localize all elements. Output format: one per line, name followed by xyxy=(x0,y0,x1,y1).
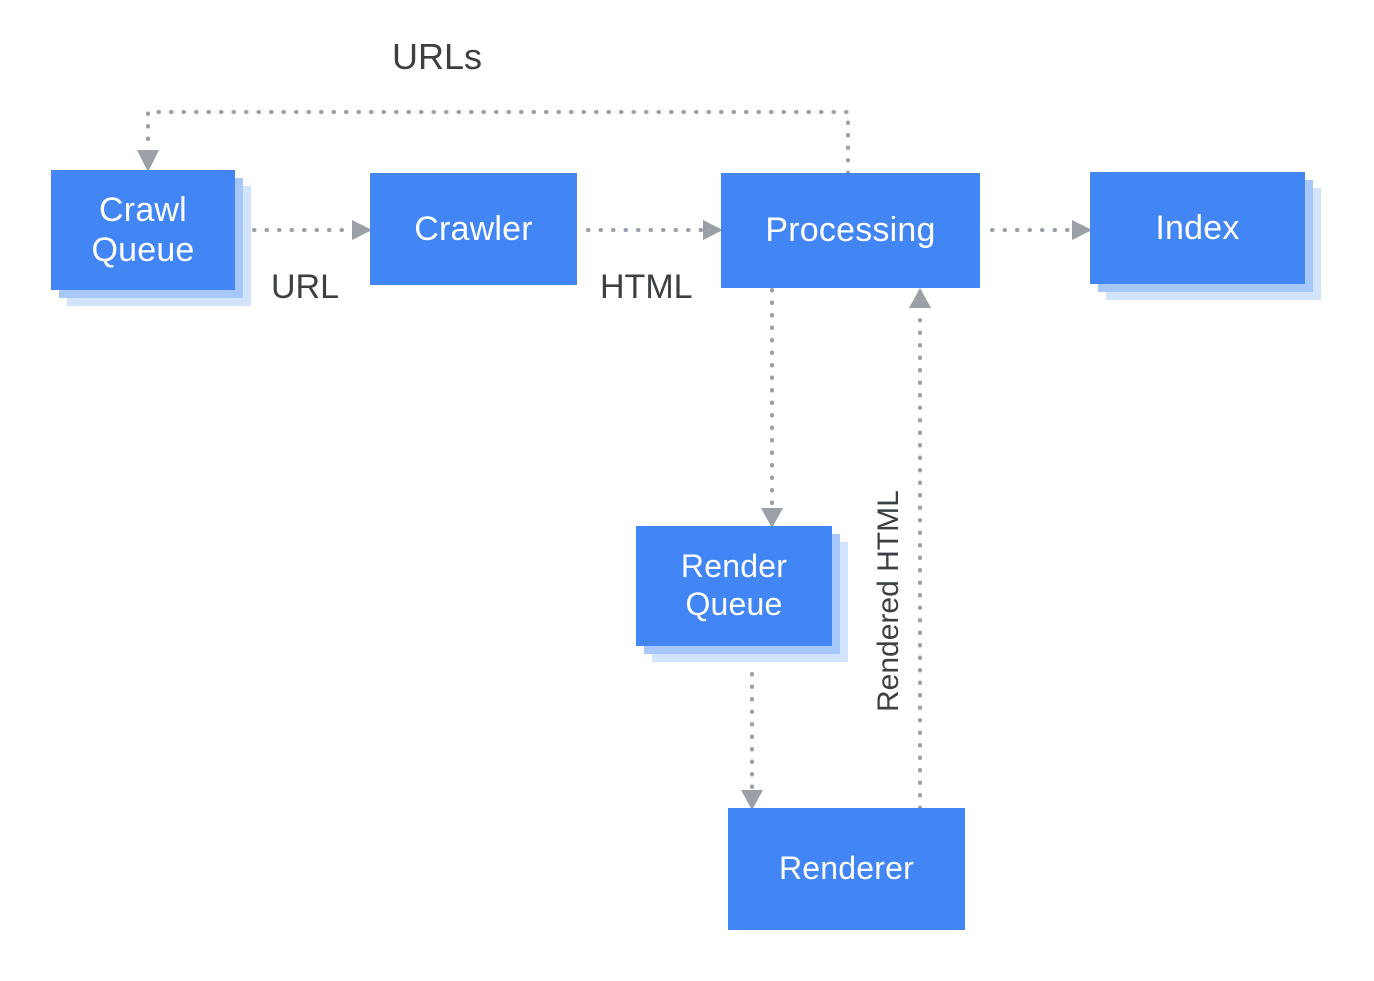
edge-processing-to-index xyxy=(990,220,1092,240)
node-processing-label: Processing xyxy=(765,211,936,250)
edge-processing-to-render-queue xyxy=(761,288,783,528)
node-index[interactable]: Index xyxy=(1090,172,1305,284)
node-render-queue[interactable]: Render Queue xyxy=(636,526,832,646)
node-crawler[interactable]: Crawler xyxy=(370,173,577,285)
node-index-label: Index xyxy=(1155,208,1240,247)
node-processing[interactable]: Processing xyxy=(721,173,980,288)
node-crawl-queue-label: Crawl Queue xyxy=(91,190,195,269)
node-crawl-queue[interactable]: Crawl Queue xyxy=(51,170,235,290)
node-renderer-label: Renderer xyxy=(778,850,914,887)
node-crawler-label: Crawler xyxy=(414,209,533,248)
node-render-queue-label: Render Queue xyxy=(680,548,788,622)
edge-processing-to-crawl-queue xyxy=(137,110,850,175)
edge-label-html: HTML xyxy=(600,268,693,306)
edge-crawler-to-processing xyxy=(586,220,723,240)
edge-render-queue-to-renderer xyxy=(741,672,763,810)
edge-renderer-to-processing xyxy=(909,288,931,810)
edge-crawl-queue-to-crawler xyxy=(252,220,372,240)
edge-label-url: URL xyxy=(271,268,340,306)
node-renderer[interactable]: Renderer xyxy=(728,808,965,930)
edge-label-rendered-html: Rendered HTML xyxy=(872,490,905,712)
edge-label-urls: URLs xyxy=(392,36,483,77)
